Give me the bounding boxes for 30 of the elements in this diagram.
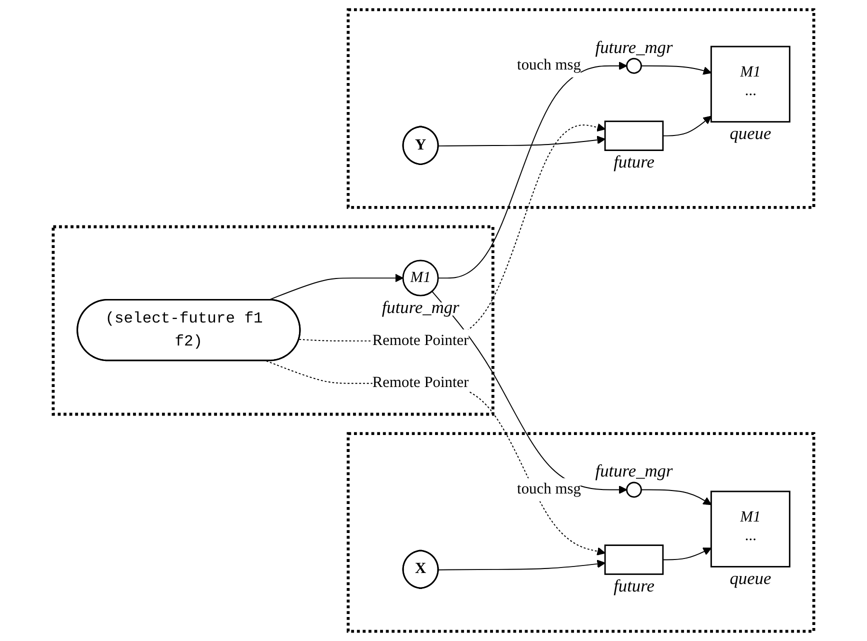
node-caption: future_mgr	[595, 462, 673, 481]
node-box	[604, 544, 664, 575]
node-caption: future_mgr	[595, 38, 673, 57]
edge-label: Remote Pointer	[372, 374, 469, 392]
arrow	[662, 116, 712, 136]
arrow	[438, 136, 606, 146]
node-caption: future	[614, 576, 654, 596]
node-box: M1 ···	[710, 490, 790, 568]
node-circle	[626, 482, 642, 498]
node-circle: M1	[402, 260, 439, 296]
node-caption: queue	[730, 569, 772, 588]
arrow	[268, 274, 404, 301]
node-caption: future	[614, 152, 654, 172]
edge-label: touch msg	[517, 57, 581, 74]
edge-label: touch msg	[517, 481, 581, 498]
arrow	[438, 560, 606, 570]
node-box	[604, 120, 664, 151]
arrow	[438, 62, 628, 279]
cluster	[346, 432, 816, 633]
arrow	[640, 65, 712, 75]
node-box: M1 ···	[710, 46, 790, 123]
cluster	[346, 8, 816, 209]
arrow	[298, 123, 606, 342]
cluster	[52, 225, 494, 416]
node-circle	[626, 58, 642, 74]
node-caption: queue	[730, 124, 772, 144]
arrow	[266, 360, 606, 556]
arrow	[662, 548, 712, 560]
edge-label: Remote Pointer	[372, 332, 469, 349]
arrow	[640, 489, 712, 506]
